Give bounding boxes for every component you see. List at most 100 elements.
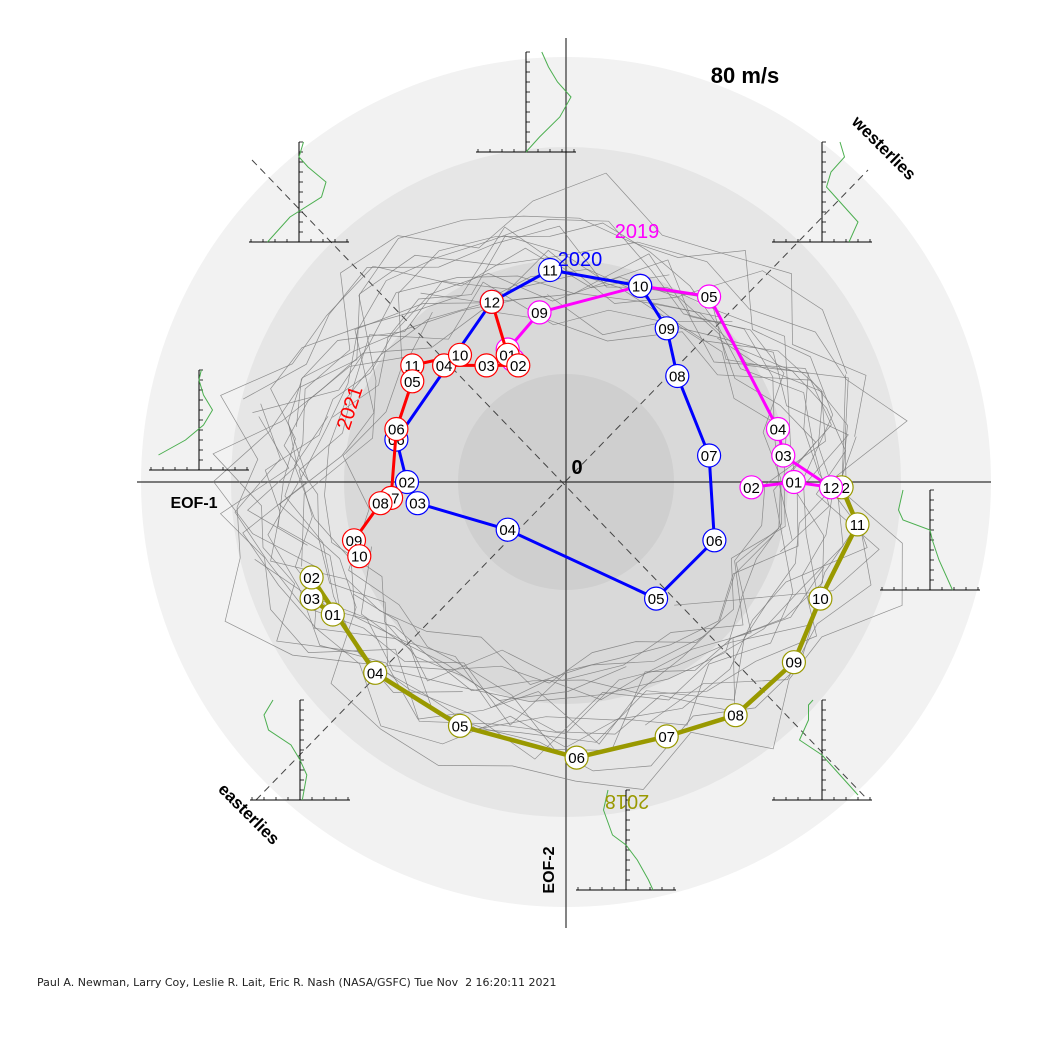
month-label: 09 xyxy=(658,321,675,338)
month-label: 07 xyxy=(658,729,675,746)
month-marker-circle xyxy=(447,713,473,738)
month-marker-circle xyxy=(564,745,589,770)
month-marker: 03 xyxy=(771,443,796,468)
month-label: 07 xyxy=(701,448,718,465)
month-label: 08 xyxy=(372,496,389,513)
y-axis-label: EOF-2 xyxy=(541,846,558,893)
month-label: 08 xyxy=(669,369,686,386)
month-marker: 01 xyxy=(320,602,345,627)
diagonal-dashed-line xyxy=(255,169,869,801)
month-marker: 03 xyxy=(474,353,499,378)
month-label: 02 xyxy=(303,570,320,587)
month-marker: 12 xyxy=(479,289,504,314)
month-marker: 06 xyxy=(702,528,727,553)
year-label-2020: 2020 xyxy=(558,249,603,271)
background-loop xyxy=(294,235,785,709)
month-marker-circle xyxy=(702,528,727,553)
month-marker-circle xyxy=(818,475,844,500)
month-marker-circle xyxy=(739,475,764,500)
month-label: 06 xyxy=(568,750,585,767)
month-label: 03 xyxy=(303,591,320,608)
month-label: 10 xyxy=(351,549,368,566)
month-marker: 10 xyxy=(447,342,473,367)
month-marker-circle xyxy=(654,724,679,749)
background-loop xyxy=(220,247,868,730)
background-loop xyxy=(324,294,849,735)
background-loop xyxy=(301,215,834,772)
month-marker-circle xyxy=(696,443,722,468)
diagonal-dashed-line xyxy=(251,159,869,801)
background-loop xyxy=(284,172,867,760)
month-marker: 07 xyxy=(654,724,679,749)
westerlies-label: westerlies xyxy=(847,112,919,184)
month-label: 11 xyxy=(542,263,558,280)
month-marker-circle xyxy=(384,416,409,442)
month-marker: 04 xyxy=(495,517,520,542)
month-label: 03 xyxy=(775,448,792,465)
background-loop xyxy=(294,281,834,695)
background-loop xyxy=(267,219,793,745)
background-loop xyxy=(234,225,799,726)
month-marker-circle xyxy=(723,703,748,728)
profile-inset-bottomleft xyxy=(250,699,350,801)
month-marker: 05 xyxy=(696,284,722,309)
month-marker: 09 xyxy=(781,650,807,675)
month-marker: 11 xyxy=(537,257,563,283)
month-label: 01 xyxy=(324,607,341,624)
month-marker-circle xyxy=(479,289,504,314)
background-trajectories xyxy=(212,172,908,790)
month-marker: 05 xyxy=(643,586,669,611)
month-marker-circle xyxy=(781,650,807,675)
month-marker: 09 xyxy=(527,300,552,325)
profile-inset-right xyxy=(880,489,980,591)
background-loop xyxy=(283,268,787,684)
month-label: 05 xyxy=(404,374,421,391)
profile-inset-bottomright xyxy=(772,699,872,801)
month-marker: 10 xyxy=(808,586,833,611)
month-label: 02 xyxy=(399,475,416,492)
month-marker: 12 xyxy=(818,475,844,500)
month-marker: 08 xyxy=(723,703,748,728)
year-label-2019: 2019 xyxy=(615,221,660,243)
background-loop xyxy=(270,226,826,682)
series-2021: 01020304101105060708091012 xyxy=(341,289,531,569)
month-marker-circle xyxy=(665,363,690,389)
month-label: 04 xyxy=(436,358,453,375)
month-marker-circle xyxy=(495,517,520,542)
profile-curve xyxy=(263,699,308,801)
month-marker: 02 xyxy=(739,475,764,500)
year-label-2018: 2018 xyxy=(605,790,650,812)
month-label: 10 xyxy=(812,591,829,608)
credit-line: Paul A. Newman, Larry Coy, Leslie R. Lai… xyxy=(37,976,557,989)
profile-curve xyxy=(602,789,654,891)
profile-inset-left xyxy=(149,369,249,471)
profile-inset-bottom xyxy=(576,789,676,891)
profile-curve xyxy=(825,141,859,243)
month-marker-circle xyxy=(299,565,324,590)
month-marker-circle xyxy=(765,416,791,442)
month-marker-circle xyxy=(506,353,531,378)
month-label: 05 xyxy=(701,289,718,306)
month-label: 03 xyxy=(478,358,495,375)
month-label: 08 xyxy=(727,708,744,725)
month-marker-circle xyxy=(447,342,473,367)
month-marker: 03 xyxy=(405,491,430,516)
month-label: 06 xyxy=(388,422,405,439)
month-label: 10 xyxy=(632,278,649,295)
month-marker-circle xyxy=(405,491,430,516)
month-marker: 05 xyxy=(447,713,473,738)
month-marker: 10 xyxy=(628,273,653,298)
month-marker: 07 xyxy=(696,443,722,468)
month-marker-circle xyxy=(527,300,552,325)
easterlies-label: easterlies xyxy=(214,780,283,849)
month-marker-circle xyxy=(347,544,372,569)
month-marker-circle xyxy=(400,369,425,394)
profile-curve xyxy=(525,51,572,153)
month-label: 02 xyxy=(743,480,760,497)
month-marker-circle xyxy=(696,284,722,309)
month-marker-circle xyxy=(808,586,833,611)
month-label: 03 xyxy=(409,496,426,513)
month-label: 02 xyxy=(510,358,527,375)
month-marker-circle xyxy=(628,273,653,298)
month-marker-circle xyxy=(771,443,796,468)
